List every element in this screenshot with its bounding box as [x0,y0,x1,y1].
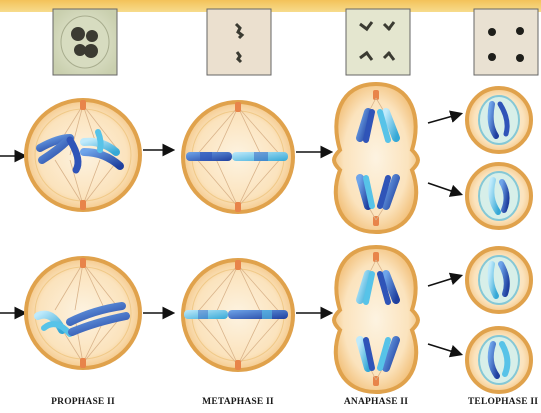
arrow-ana-telo-a [428,114,460,123]
telophase-cell-d [467,328,531,392]
stage-label-prophase-ii: PROPHASE II [23,397,143,407]
micrograph-prophase [53,9,117,75]
telophase-cell-c [467,248,531,312]
centriole [80,200,86,210]
stage-label-anaphase-ii: ANAPHASE II [316,397,436,407]
anaphase-cell-row1 [334,84,418,232]
metaphase-cell-row1 [183,102,293,212]
prophase-cell-row2 [26,258,140,368]
metaphase-cell-row2 [183,260,293,370]
telophase-cell-b [467,164,531,228]
micrograph-anaphase [346,9,410,75]
micrograph-metaphase [207,9,271,75]
stage-label-telophase-ii: TELOPHASE II [443,397,541,407]
micrograph-telophase [474,9,538,75]
arrow-ana-telo-c [428,276,460,286]
arrow-ana-telo-b [428,183,460,194]
arrow-ana-telo-d [428,344,460,354]
stage-label-metaphase-ii: METAPHASE II [178,397,298,407]
telophase-cell-a [467,88,531,152]
centriole [80,100,86,110]
anaphase-cell-row2 [334,247,418,392]
prophase-cell-row1 [26,100,140,210]
